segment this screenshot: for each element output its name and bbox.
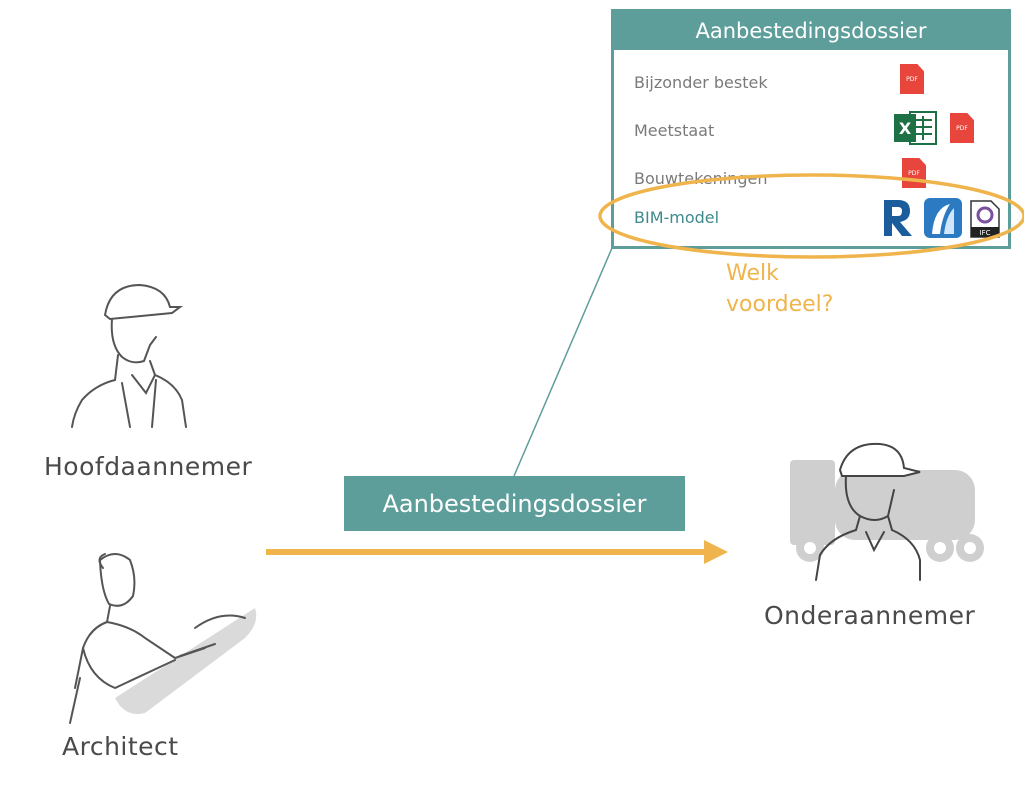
archicad-icon — [924, 198, 962, 238]
architect-figure — [69, 553, 257, 724]
svg-text:IFC: IFC — [980, 229, 991, 237]
pdf-file-icon: PDF — [902, 158, 926, 188]
dossier-panel-title: Aanbestedingsdossier — [695, 19, 927, 43]
doc-row-bouwtekeningen: Bouwtekeningen — [634, 169, 768, 188]
aanbestedingsdossier-box-label: Aanbestedingsdossier — [382, 489, 647, 518]
doc-row-bijzonder-bestek: Bijzonder bestek — [634, 73, 768, 92]
pdf-file-icon: PDF — [900, 64, 924, 94]
benefit-question: Welk voordeel? — [726, 258, 833, 320]
hoofdaannemer-label: Hoofdaannemer — [44, 452, 253, 481]
onderaannemer-figure — [790, 442, 984, 581]
excel-file-icon: X — [894, 111, 937, 145]
connector-line — [513, 247, 613, 477]
aanbestedingsdossier-box: Aanbestedingsdossier — [344, 476, 685, 531]
onderaannemer-label: Onderaannemer — [764, 601, 976, 630]
flow-arrow-head — [704, 540, 728, 564]
architect-label: Architect — [62, 732, 179, 761]
bim-highlight-ellipse — [598, 173, 1024, 259]
benefit-question-line2: voordeel? — [726, 292, 834, 317]
pdf-file-icon: PDF — [950, 113, 974, 143]
doc-row-meetstaat: Meetstaat — [634, 121, 715, 140]
svg-text:X: X — [899, 119, 912, 138]
dossier-panel: Aanbestedingsdossier Bijzonder bestek PD… — [611, 9, 1011, 249]
dossier-panel-header: Aanbestedingsdossier — [614, 12, 1008, 50]
hoofdaannemer-figure — [71, 283, 187, 428]
doc-row-bim-model: BIM-model — [634, 208, 720, 227]
benefit-question-line1: Welk — [726, 261, 779, 286]
revit-icon — [884, 200, 912, 236]
ifc-file-icon: IFC — [970, 200, 1000, 238]
